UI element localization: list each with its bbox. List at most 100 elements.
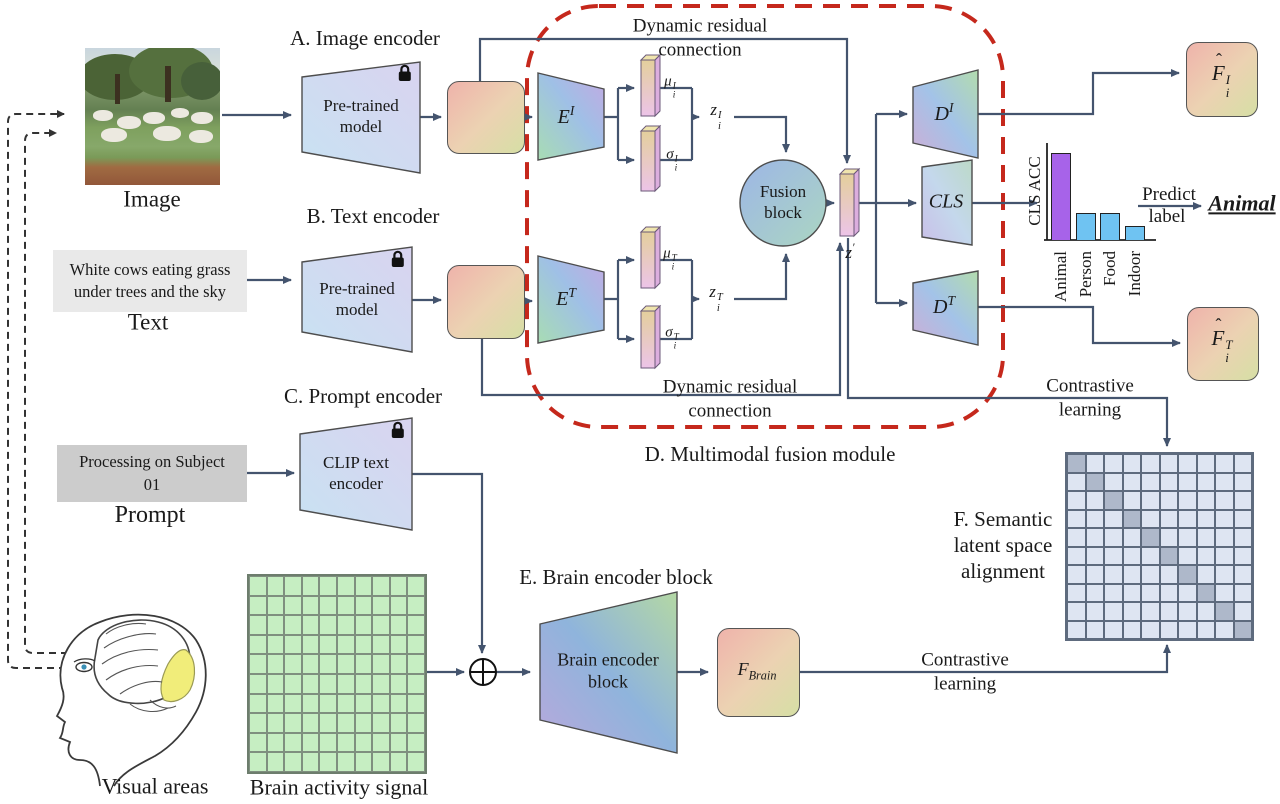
grid-cell [337, 752, 355, 772]
matrix-cell [1196, 602, 1215, 621]
fbrain-box [717, 628, 800, 717]
grid-cell [407, 576, 425, 596]
matrix-cell [1104, 583, 1123, 602]
grid-cell [407, 615, 425, 635]
matrix-cell [1159, 472, 1178, 491]
residual-top-path [478, 37, 851, 164]
grid-cell [354, 634, 373, 655]
matrix-cell [1159, 565, 1178, 584]
matrix-cell [1233, 565, 1252, 584]
section-b-label: B. Text encoder [306, 203, 440, 228]
chart-axes [1044, 143, 1156, 241]
grid-cell [407, 752, 425, 772]
grid-cell [354, 732, 373, 753]
visual-area-highlight [160, 649, 196, 703]
matrix-cell [1178, 509, 1197, 528]
matrix-cell [1104, 528, 1123, 547]
matrix-cell [1104, 602, 1123, 621]
chart-category-label: Animal [1051, 251, 1070, 302]
matrix-cell [1178, 472, 1197, 491]
matrix-cell [1215, 565, 1234, 584]
grid-cell [372, 634, 390, 655]
grid-cell [354, 654, 373, 674]
matrix-cell [1233, 472, 1252, 491]
grid-cell [284, 693, 302, 714]
grid-cell [284, 674, 302, 694]
cow [117, 116, 141, 129]
grid-cell [389, 713, 408, 733]
matrix-cell [1067, 454, 1086, 473]
grid-cell [249, 674, 267, 694]
matrix-cell [1104, 509, 1123, 528]
matrix-cell [1122, 491, 1141, 510]
CLS-shape [921, 159, 973, 246]
fbrain-label: FBrain [737, 659, 777, 683]
matrix-cell [1085, 509, 1104, 528]
matrix-cell [1085, 472, 1104, 491]
grid-cell [337, 732, 355, 753]
matrix-cell [1122, 509, 1141, 528]
tree-canopy [181, 62, 220, 100]
matrix-cell [1196, 472, 1215, 491]
matrix-cell [1067, 528, 1086, 547]
grid-cell [266, 615, 285, 635]
grid-cell [266, 693, 285, 714]
grid-cell [372, 674, 390, 694]
matrix-cell [1067, 546, 1086, 565]
grid-cell [389, 576, 408, 596]
matrix-cell [1196, 583, 1215, 602]
fhatT-box [1187, 307, 1259, 381]
matrix-cell [1141, 546, 1160, 565]
brain-encoder-label: Brain encoder block [557, 649, 659, 692]
matrix-cell [1122, 620, 1141, 639]
matrix-cell [1233, 509, 1252, 528]
pretrained-text-label: Pre-trained model [319, 278, 395, 319]
grid-cell [389, 674, 408, 694]
grid-cell [301, 732, 320, 753]
chart-category-label: Person [1075, 251, 1095, 298]
matrix-cell [1159, 454, 1178, 473]
grid-cell [354, 674, 373, 694]
matrix-cell [1159, 528, 1178, 547]
matrix-cell [1178, 602, 1197, 621]
arrow-DT-to-fhatT [978, 305, 1181, 347]
mu-T-bar [639, 225, 662, 290]
matrix-cell [1067, 620, 1086, 639]
grid-cell [337, 674, 355, 694]
matrix-cell [1085, 602, 1104, 621]
cow [93, 110, 113, 121]
matrix-cell [1215, 620, 1234, 639]
grid-cell [301, 674, 320, 694]
grid-cell [319, 713, 337, 733]
matrix-cell [1178, 454, 1197, 473]
matrix-cell [1233, 546, 1252, 565]
section-d-label: D. Multimodal fusion module [644, 441, 896, 466]
matrix-cell [1122, 472, 1141, 491]
matrix-cell [1122, 583, 1141, 602]
grid-cell [301, 752, 320, 772]
fT-box [447, 265, 525, 339]
grid-cell [249, 595, 267, 616]
grid-cell [354, 595, 373, 616]
matrix-cell [1104, 454, 1123, 473]
EI-label: EI [557, 102, 575, 128]
matrix-cell [1215, 454, 1234, 473]
cow [101, 128, 127, 142]
ET-label: ET [556, 284, 576, 310]
grid-cell [319, 693, 337, 714]
matrix-cell [1104, 491, 1123, 510]
matrix-cell [1104, 620, 1123, 639]
matrix-cell [1141, 620, 1160, 639]
matrix-cell [1233, 528, 1252, 547]
matrix-cell [1141, 583, 1160, 602]
arrow-zI-to-fusion [734, 115, 790, 153]
matrix-cell [1085, 583, 1104, 602]
matrix-cell [1215, 528, 1234, 547]
label-word: label [1148, 206, 1186, 228]
grid-cell [301, 713, 320, 733]
matrix-cell [1085, 454, 1104, 473]
